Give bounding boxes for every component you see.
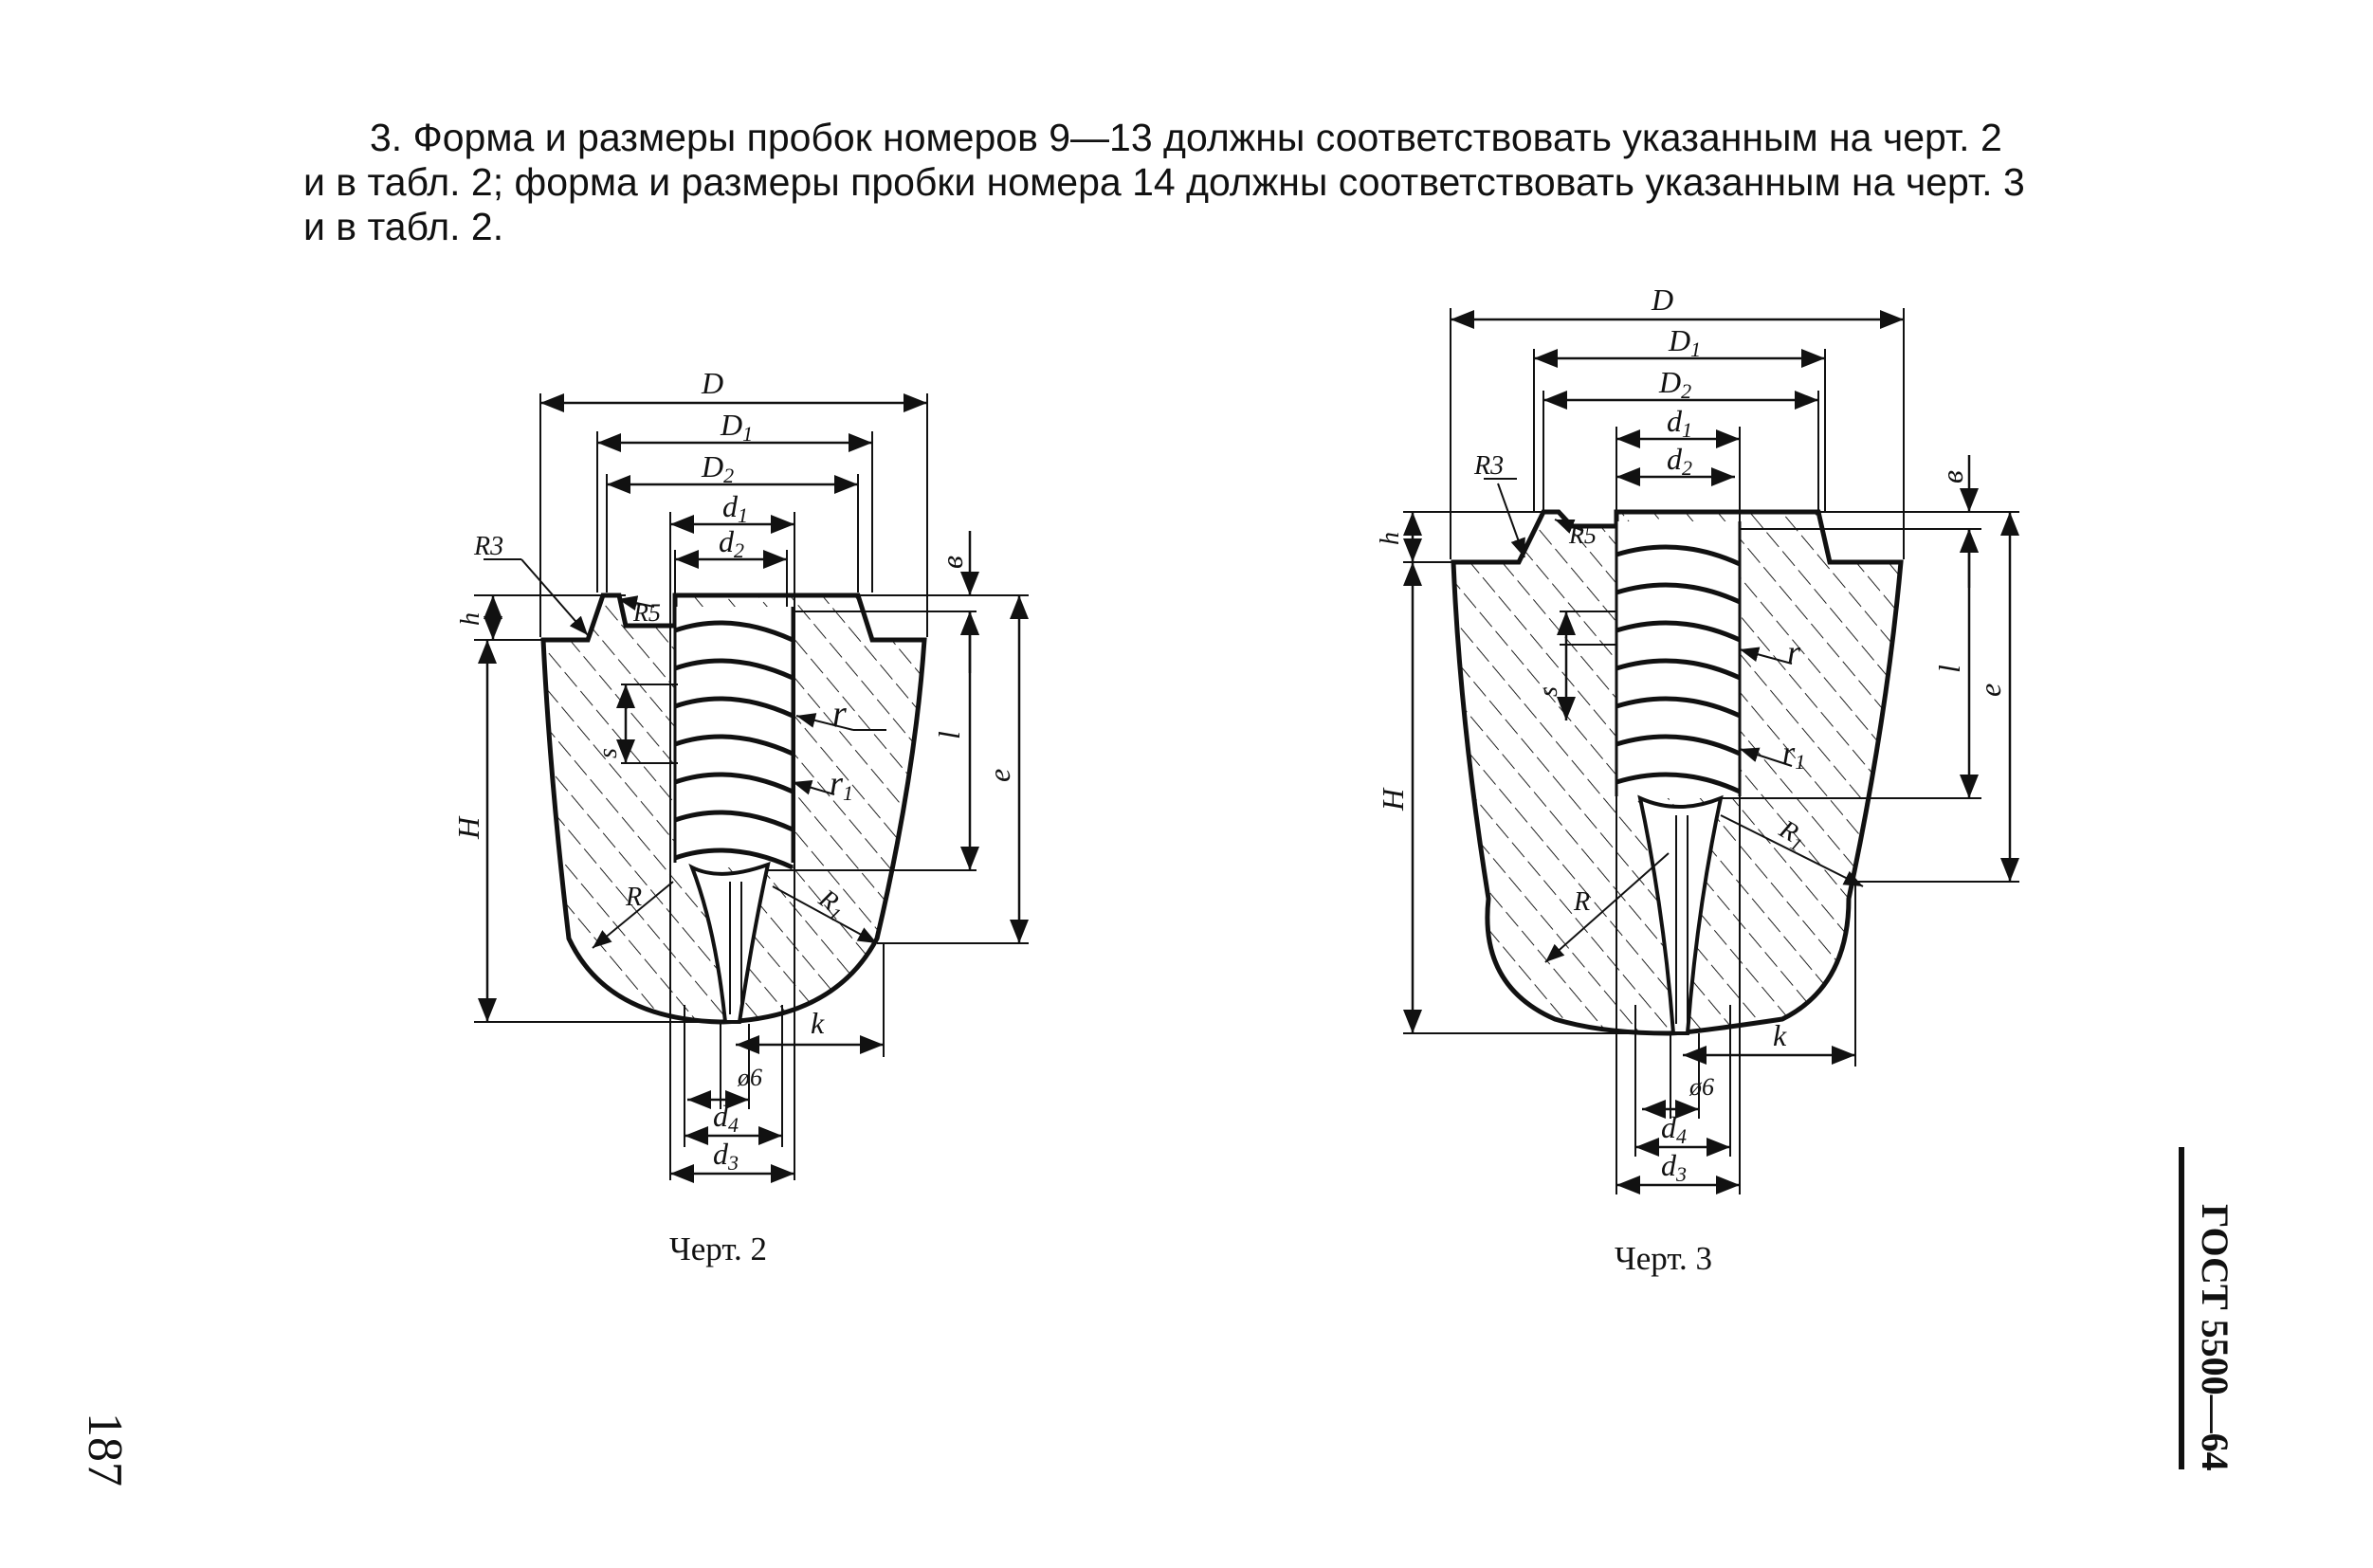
- label-D2: D2: [1658, 365, 1691, 403]
- label-H: H: [1376, 787, 1410, 811]
- label-R5: R5: [632, 599, 661, 627]
- drawing-3: [1403, 308, 2019, 1194]
- label-s: s: [593, 748, 623, 758]
- label-D: D: [701, 366, 723, 400]
- drawing-2-labels: D D1 D2 d1 d2 R3 R5 h в r s l e r1 H R R…: [451, 366, 1016, 1175]
- label-e: e: [1973, 684, 2007, 697]
- intro-paragraph: 3. Форма и размеры пробок номеров 9—13 д…: [303, 116, 2162, 249]
- label-k: k: [1773, 1018, 1787, 1052]
- label-s: s: [1534, 686, 1563, 697]
- label-phi6: ø6: [1688, 1073, 1714, 1101]
- label-b: в: [1935, 470, 1969, 483]
- label-R3: R3: [473, 532, 503, 561]
- label-R3: R3: [1473, 451, 1504, 481]
- paragraph-line-1: 3. Форма и размеры пробок номеров 9—13 д…: [370, 116, 2002, 159]
- label-e: e: [982, 769, 1016, 782]
- label-d3: d3: [713, 1137, 739, 1175]
- label-b: в: [935, 556, 969, 569]
- label-D: D: [1651, 283, 1673, 317]
- label-d4: d4: [713, 1099, 739, 1137]
- label-R: R: [1573, 887, 1590, 917]
- caption-drawing-3: Черт. 3: [1615, 1240, 1712, 1277]
- label-d1: d1: [1667, 404, 1692, 442]
- label-H: H: [451, 815, 485, 840]
- label-r1: r1: [1782, 736, 1805, 774]
- label-d2: d2: [719, 524, 744, 562]
- label-r1: r1: [830, 764, 853, 805]
- label-h: h: [456, 612, 485, 626]
- label-r: r: [1787, 633, 1801, 671]
- label-d1: d1: [722, 489, 748, 527]
- thread-3: [1615, 521, 1742, 798]
- caption-drawing-2: Черт. 2: [669, 1231, 767, 1267]
- label-d2: d2: [1667, 442, 1692, 480]
- page-number: 187: [78, 1413, 132, 1486]
- cone-3: [1637, 794, 1724, 1035]
- standard-designation: ГОСТ 5500—64: [2194, 1204, 2236, 1471]
- label-D1: D1: [1668, 323, 1701, 361]
- label-r: r: [832, 694, 847, 734]
- label-d3: d3: [1661, 1148, 1687, 1186]
- label-d4: d4: [1661, 1110, 1687, 1148]
- label-R: R: [625, 883, 642, 912]
- drawing-2: [474, 393, 1029, 1183]
- label-D1: D1: [720, 408, 753, 446]
- paragraph-line-2: и в табл. 2; форма и размеры пробки номе…: [303, 160, 2025, 204]
- label-phi6: ø6: [737, 1064, 762, 1091]
- label-R5: R5: [1568, 521, 1597, 549]
- label-k: k: [811, 1006, 825, 1040]
- standard-rule: [2179, 1147, 2184, 1469]
- label-l: l: [1932, 665, 1966, 673]
- paragraph-line-3: и в табл. 2.: [303, 205, 504, 248]
- thread-2: [673, 607, 794, 870]
- label-D2: D2: [701, 449, 734, 487]
- label-l: l: [932, 731, 966, 739]
- label-h: h: [1376, 532, 1405, 545]
